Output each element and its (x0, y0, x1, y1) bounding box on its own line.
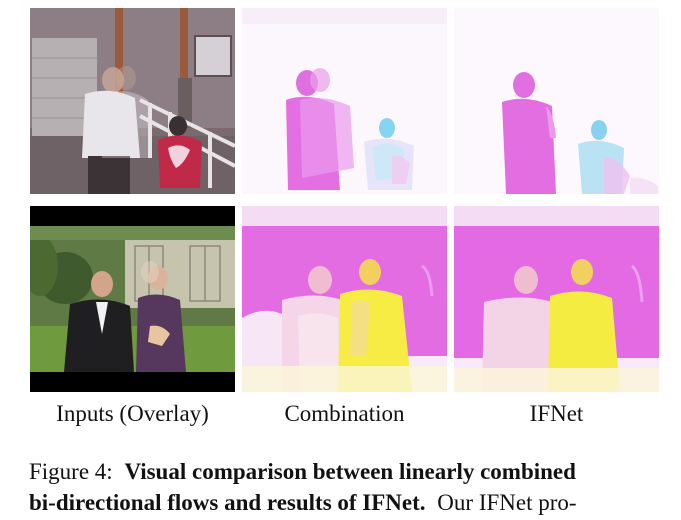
caption-normal-line-2: Our IFNet pro- (437, 490, 577, 515)
caption-bold-line-2: bi-directional flows and results of IFNe… (29, 490, 426, 515)
figure-label: Figure 4: (29, 459, 113, 484)
column-label-inputs: Inputs (Overlay) (56, 401, 209, 426)
column-label-ifnet: IFNet (529, 401, 584, 426)
input-overlay-house (30, 8, 235, 194)
combination-flow-house (242, 8, 447, 194)
input-overlay-wedding (30, 206, 235, 392)
ifnet-flow-wedding (454, 206, 659, 392)
figure-caption: Figure 4: Visual comparison between line… (29, 456, 669, 518)
ifnet-flow-house (454, 8, 659, 194)
column-label-combination: Combination (284, 401, 405, 426)
caption-line-1: Figure 4: Visual comparison between line… (29, 456, 669, 487)
combination-flow-wedding (242, 206, 447, 392)
caption-bold-line-1: Visual comparison between linearly combi… (124, 459, 576, 484)
caption-line-2: bi-directional flows and results of IFNe… (29, 487, 669, 518)
